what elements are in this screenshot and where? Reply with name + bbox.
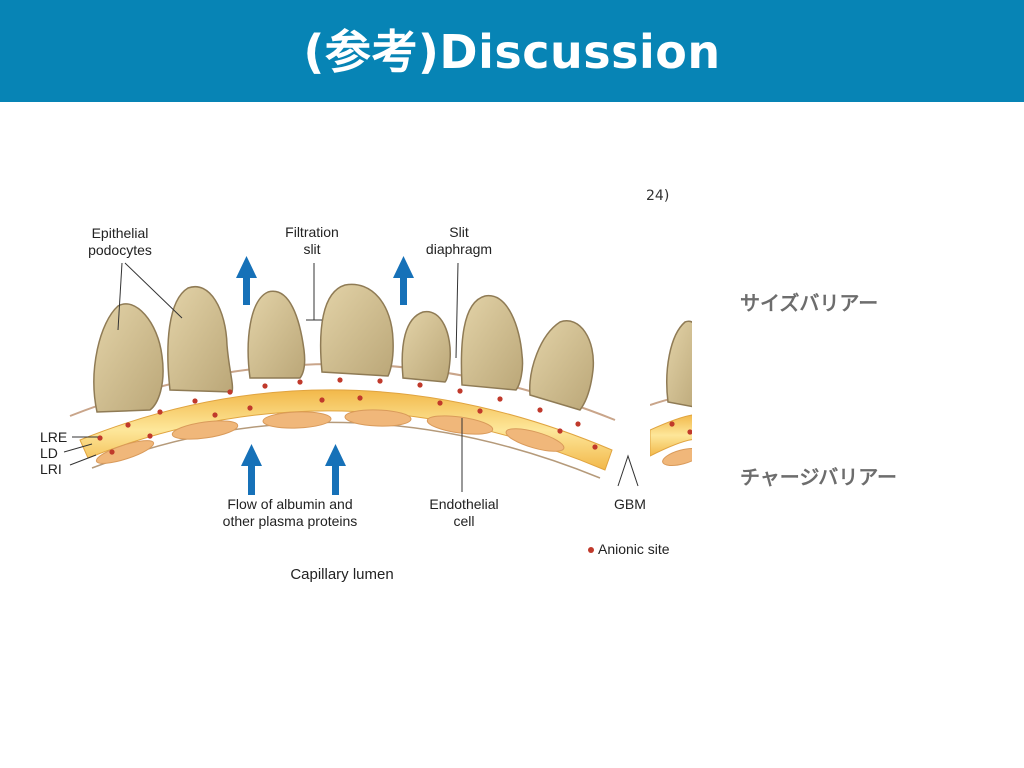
anionic-site-dot (575, 421, 581, 427)
charge-barrier-label: チャージバリアー (740, 465, 897, 489)
legend-anionic-site-text: Anionic site (598, 541, 670, 557)
anionic-site-dot (125, 422, 131, 428)
arrow-up-icon (325, 444, 346, 495)
reference-number: 24) (646, 188, 670, 204)
anionic-site-dot (212, 412, 218, 418)
endothelial-cell (171, 420, 239, 440)
anionic-site-dot (147, 433, 153, 439)
anionic-site-dot (557, 428, 563, 434)
anionic-site-dot (109, 449, 115, 455)
arrow-up-icon (393, 256, 414, 305)
size-barrier-label: サイズバリアー (740, 291, 879, 315)
anionic-site-dot (417, 382, 423, 388)
anionic-sites (97, 377, 598, 455)
gbm-segment-right (650, 320, 692, 467)
podocytes (93, 283, 595, 413)
anionic-site-dot (337, 377, 343, 383)
anionic-site-dot (157, 409, 163, 415)
anionic-site-dot (319, 397, 325, 403)
podocyte (247, 290, 306, 379)
endothelial-cell (95, 440, 155, 464)
anionic-site-dot (247, 405, 253, 411)
anionic-dot-icon (588, 547, 594, 554)
anionic-site-dot (537, 407, 543, 413)
label-capillary-lumen: Capillary lumen (290, 566, 394, 583)
endothelial-cell (505, 428, 565, 452)
anionic-site-dot (477, 408, 483, 414)
gbm-band (79, 389, 613, 471)
podocyte (167, 285, 234, 393)
label-gbm: GBM (614, 496, 646, 512)
flow-arrows (236, 256, 414, 495)
podocyte (319, 283, 394, 377)
anionic-site-dot (377, 378, 383, 384)
leader-lines (63, 262, 639, 492)
label-epithelial-podocytes: Epithelial podocytes (88, 225, 152, 258)
anionic-site-dot (227, 389, 233, 395)
endothelial-cell (344, 409, 412, 427)
anionic-site-dot (262, 383, 268, 389)
anionic-site-dot (457, 388, 463, 394)
arrow-up-icon (236, 256, 257, 305)
anionic-site-dot (192, 398, 198, 404)
anionic-site-dot (497, 396, 503, 402)
slide-header (0, 0, 1024, 102)
anionic-site-dot (97, 435, 103, 441)
endothelial-cell (426, 415, 494, 435)
label-lri: LRI (40, 461, 62, 477)
slide-title: (参考)Discussion (303, 25, 721, 79)
anionic-site-dot (437, 400, 443, 406)
inner-membrane-line (91, 421, 601, 479)
endothelial-cell (262, 411, 332, 429)
podocyte (460, 295, 524, 391)
label-filtration-slit: Filtration slit (285, 224, 339, 257)
anionic-site-dot (357, 395, 363, 401)
label-endothelial-cell: Endothelial cell (429, 496, 499, 529)
legend-anionic-site: Anionic site (588, 541, 670, 558)
label-flow-proteins: Flow of albumin and other plasma protein… (222, 496, 358, 529)
arrow-up-icon (241, 444, 262, 495)
anionic-site-dot (592, 444, 598, 450)
podocyte (529, 320, 595, 411)
label-ld: LD (40, 445, 58, 461)
label-lre: LRE (40, 429, 68, 445)
anionic-site-dot (297, 379, 303, 385)
label-slit-diaphragm: Slit diaphragm (425, 224, 493, 257)
endothelial-cells (95, 409, 565, 464)
podocyte (93, 303, 164, 413)
podocyte (401, 311, 451, 383)
